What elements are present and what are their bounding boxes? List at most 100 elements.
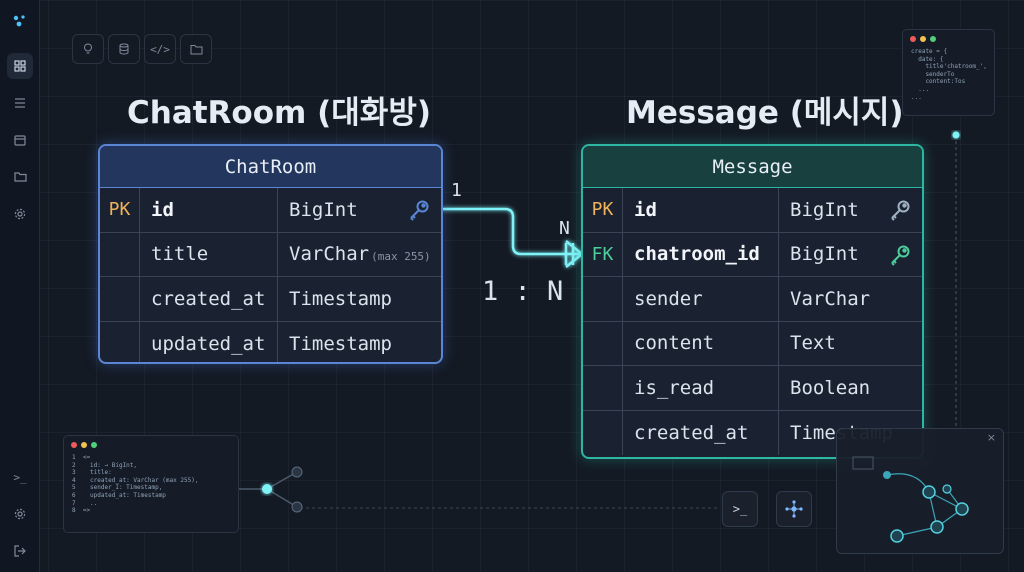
maximize-dot[interactable] bbox=[91, 442, 97, 448]
chatroom-heading: ChatRoom (대화방) bbox=[127, 95, 432, 131]
column-type-cell: Boolean bbox=[779, 366, 922, 410]
terminal-icon[interactable]: >_ bbox=[13, 470, 27, 484]
key-cell: FK bbox=[583, 232, 623, 276]
window-controls bbox=[64, 436, 238, 454]
key-icon bbox=[891, 200, 910, 221]
settings-icon[interactable] bbox=[7, 501, 33, 527]
column-type: VarChar bbox=[289, 243, 370, 266]
column-type-cell: BigInt bbox=[779, 188, 922, 232]
key-cell bbox=[583, 410, 623, 455]
sidebar: >_ bbox=[0, 0, 40, 572]
column-type-cell: Timestamp bbox=[278, 322, 441, 363]
close-icon[interactable]: × bbox=[986, 431, 996, 444]
key-cell bbox=[583, 321, 623, 365]
table-row[interactable]: created_at Timestamp bbox=[100, 277, 441, 322]
type-note: (max 255) bbox=[371, 249, 431, 263]
code-preview-window[interactable]: create = { date: { title'chatroom_', sen… bbox=[902, 29, 995, 116]
column-name: sender bbox=[623, 277, 779, 321]
key-cell bbox=[583, 366, 623, 410]
graph-preview-panel[interactable]: × bbox=[836, 428, 1004, 554]
network-button[interactable] bbox=[776, 491, 812, 527]
message-heading: Message (메시지) bbox=[626, 95, 904, 131]
column-type: VarChar bbox=[790, 287, 871, 310]
table-row[interactable]: sender VarChar bbox=[583, 277, 922, 322]
code-line: 6 updated_at: Timestamp bbox=[72, 491, 166, 499]
code-line: 2 id: → BigInt, bbox=[72, 461, 138, 469]
column-name: created_at bbox=[140, 277, 278, 321]
table-row[interactable]: is_read Boolean bbox=[583, 366, 922, 411]
column-type-cell: Text bbox=[779, 322, 922, 366]
code-line: create = { bbox=[911, 48, 948, 55]
key-cell: PK bbox=[100, 188, 140, 232]
many-label: N bbox=[559, 218, 570, 239]
code-icon[interactable]: </> bbox=[144, 34, 176, 64]
column-type: Text bbox=[790, 332, 836, 355]
key-cell bbox=[100, 277, 140, 321]
maximize-dot[interactable] bbox=[930, 36, 936, 42]
column-type: Timestamp bbox=[289, 287, 392, 310]
branch-connector bbox=[232, 466, 303, 513]
column-type-cell: BigInt bbox=[278, 188, 441, 232]
column-type-cell: VarChar bbox=[779, 277, 922, 321]
column-type: Timestamp bbox=[289, 332, 392, 355]
code-lines-bottom: 1 <=2 id: → BigInt,3 title:4 created_at:… bbox=[64, 454, 238, 515]
terminal-button[interactable]: >_ bbox=[722, 491, 758, 527]
entity-title: Message bbox=[583, 146, 922, 188]
code-editor-window[interactable]: 1 <=2 id: → BigInt,3 title:4 created_at:… bbox=[63, 435, 239, 533]
guide-node bbox=[952, 131, 960, 139]
toolbar: </> bbox=[72, 34, 212, 64]
key-icon bbox=[410, 200, 429, 221]
logo-icon[interactable] bbox=[7, 8, 33, 34]
code-lines-top: create = { date: { title'chatroom_', sen… bbox=[903, 48, 994, 101]
key-cell bbox=[100, 321, 140, 362]
column-name: chatroom_id bbox=[623, 232, 779, 276]
graph-preview bbox=[852, 456, 969, 543]
code-line: ... bbox=[911, 85, 930, 93]
close-dot[interactable] bbox=[910, 36, 916, 42]
key-cell: PK bbox=[583, 188, 623, 232]
key-cell bbox=[100, 232, 140, 276]
one-label: 1 bbox=[451, 180, 462, 201]
lightbulb-icon[interactable] bbox=[72, 34, 104, 64]
close-dot[interactable] bbox=[71, 442, 77, 448]
column-type: BigInt bbox=[790, 243, 859, 266]
terminal-icon: >_ bbox=[732, 502, 748, 516]
column-type: BigInt bbox=[790, 198, 859, 221]
column-name: id bbox=[140, 188, 278, 232]
logout-icon[interactable] bbox=[7, 538, 33, 564]
code-line: senderTo bbox=[911, 70, 955, 78]
code-line: 4 created_at: VarChar (max 255), bbox=[72, 476, 199, 484]
column-name: title bbox=[140, 232, 278, 276]
column-type-cell: BigInt bbox=[779, 233, 922, 277]
dashboard-icon[interactable] bbox=[7, 53, 33, 79]
column-name: created_at bbox=[623, 410, 779, 455]
code-line: 8 => bbox=[72, 507, 91, 515]
column-type-cell: VarChar(max 255) bbox=[278, 233, 441, 277]
code-line: 3 title: bbox=[72, 469, 112, 477]
cardinality-label: 1 : N bbox=[482, 276, 564, 307]
folder-icon[interactable] bbox=[180, 34, 212, 64]
calendar-icon[interactable] bbox=[7, 127, 33, 153]
key-icon bbox=[891, 245, 910, 266]
settings-icon[interactable] bbox=[7, 201, 33, 227]
list-icon[interactable] bbox=[7, 90, 33, 116]
code-line: ... bbox=[911, 93, 922, 101]
column-name: id bbox=[623, 188, 779, 232]
column-name: is_read bbox=[623, 366, 779, 410]
minimize-dot[interactable] bbox=[81, 442, 87, 448]
database-icon[interactable] bbox=[108, 34, 140, 64]
code-line: title'chatroom_', bbox=[911, 63, 987, 71]
minimize-dot[interactable] bbox=[920, 36, 926, 42]
column-type: Boolean bbox=[790, 376, 871, 399]
folder-icon[interactable] bbox=[7, 164, 33, 190]
